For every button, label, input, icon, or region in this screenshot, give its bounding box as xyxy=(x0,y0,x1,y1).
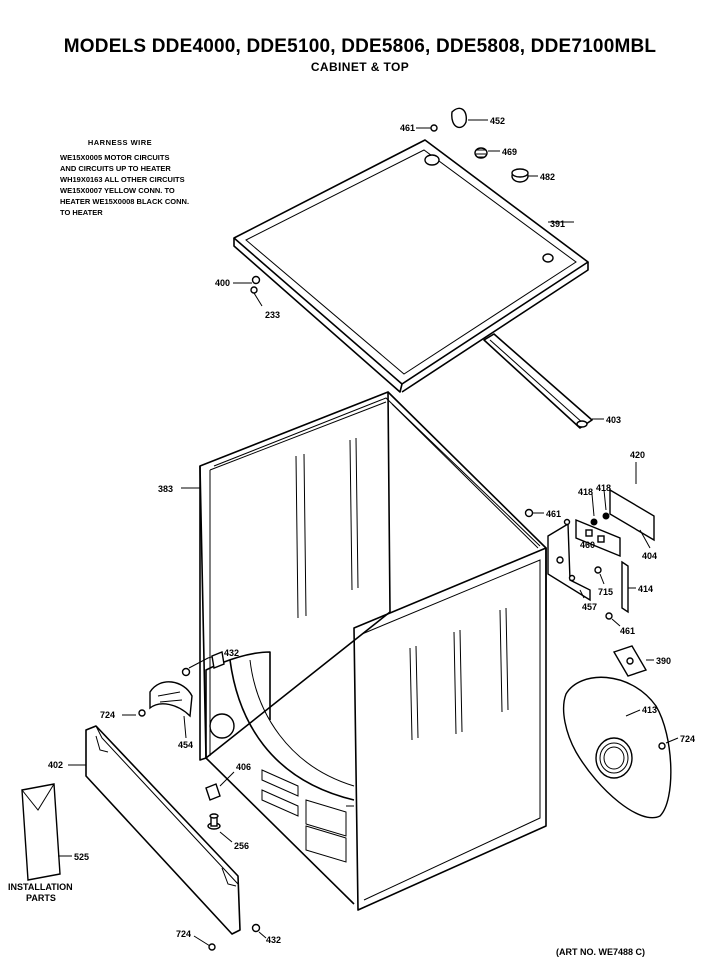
hinge-clip-452 xyxy=(451,107,488,129)
cabinet xyxy=(181,391,547,911)
bumper-469 xyxy=(474,147,500,159)
harness-note-line: TO HEATER xyxy=(60,208,103,217)
terminal-block-418 xyxy=(575,489,621,558)
terminal-block-404 xyxy=(609,462,655,549)
part-label: 432 xyxy=(266,935,281,945)
part-label: 418 xyxy=(596,483,611,493)
part-label: 383 xyxy=(158,484,173,494)
screw-724-right xyxy=(658,737,679,750)
screw-461-mid xyxy=(524,508,544,518)
page-subtitle: CABINET & TOP xyxy=(310,60,410,74)
screw-724-left xyxy=(122,709,146,717)
screw-715 xyxy=(594,566,605,585)
installation-label: INSTALLATION xyxy=(8,882,73,892)
part-label: 418 xyxy=(578,487,593,497)
front-strip-403 xyxy=(483,333,604,429)
part-label: 461 xyxy=(546,509,561,519)
top-panel-hole xyxy=(424,154,440,166)
toe-kick-402 xyxy=(68,725,241,935)
part-label: 256 xyxy=(234,841,249,851)
part-label: 403 xyxy=(606,415,621,425)
part-label: 406 xyxy=(236,762,251,772)
plate-390 xyxy=(612,645,654,677)
wire-clip-414 xyxy=(621,560,636,614)
cabinet-hole xyxy=(209,713,235,739)
part-label: 525 xyxy=(74,852,89,862)
clip-406 xyxy=(205,771,235,801)
part-label: 461 xyxy=(400,123,415,133)
part-label: 402 xyxy=(48,760,63,770)
part-label: 420 xyxy=(630,450,645,460)
harness-note-title: HARNESS WIRE xyxy=(87,138,153,147)
leveling-leg-256 xyxy=(207,813,233,843)
screw-724-bottom xyxy=(193,935,216,951)
top-panel xyxy=(233,139,589,393)
part-label: 400 xyxy=(215,278,230,288)
part-label: 724 xyxy=(100,710,115,720)
part-label: 452 xyxy=(490,116,505,126)
part-label: 391 xyxy=(550,219,565,229)
screw-461-top xyxy=(416,124,438,132)
bracket-454 xyxy=(149,681,193,739)
screw-432-mid xyxy=(181,651,225,677)
art-number: (ART NO. WE7488 C) xyxy=(556,947,646,957)
part-label: 724 xyxy=(680,734,695,744)
part-label: 432 xyxy=(224,648,239,658)
part-label: 390 xyxy=(656,656,671,666)
part-label: 460 xyxy=(580,540,595,550)
screw-461-low xyxy=(605,612,621,627)
screw-461-side xyxy=(563,518,571,526)
installation-parts-bag-525 xyxy=(21,783,72,881)
foot-482 xyxy=(511,168,538,183)
part-label: 404 xyxy=(642,551,657,561)
part-label: 414 xyxy=(638,584,653,594)
part-label: 457 xyxy=(582,602,597,612)
part-label: 461 xyxy=(620,626,635,636)
harness-note-line: WH19X0163 ALL OTHER CIRCUITS xyxy=(60,175,185,184)
part-label: 469 xyxy=(502,147,517,157)
harness-note-line: WE15X0005 MOTOR CIRCUITS xyxy=(60,153,170,162)
part-label: 715 xyxy=(598,587,613,597)
part-label: 233 xyxy=(265,310,280,320)
part-label: 454 xyxy=(178,740,193,750)
harness-note-line: AND CIRCUITS UP TO HEATER xyxy=(60,164,171,173)
rear-duct-panel-413 xyxy=(562,676,672,819)
screw-432-bottom xyxy=(251,923,267,939)
harness-note-line: HEATER WE15X0008 BLACK CONN. xyxy=(60,197,190,206)
harness-note-line: WE15X0007 YELLOW CONN. TO xyxy=(60,186,175,195)
harness-wire-note: HARNESS WIRE WE15X0005 MOTOR CIRCUITS AN… xyxy=(60,137,250,218)
part-label: 482 xyxy=(540,172,555,182)
page-title: MODELS DDE4000, DDE5100, DDE5806, DDE580… xyxy=(63,36,657,57)
top-panel-hole xyxy=(542,253,554,263)
part-label: 724 xyxy=(176,929,191,939)
installation-label: PARTS xyxy=(26,893,56,903)
part-label: 413 xyxy=(642,705,657,715)
screw-400 xyxy=(233,275,263,307)
